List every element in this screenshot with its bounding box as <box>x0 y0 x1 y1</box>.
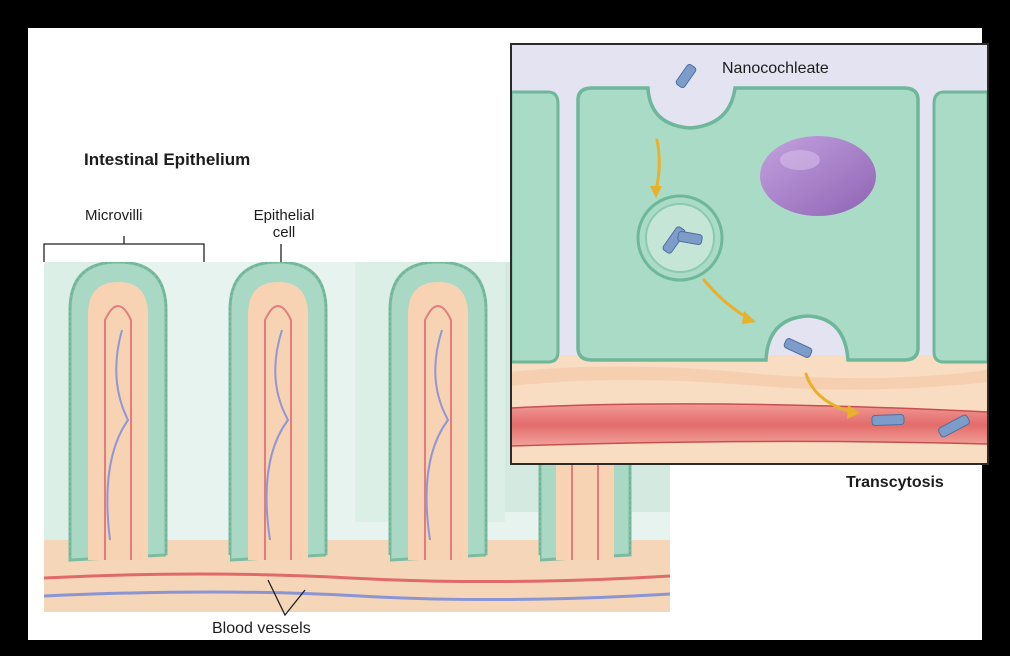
nucleus <box>760 136 876 216</box>
microvilli-label: Microvilli <box>85 207 143 224</box>
transcytosis-inset <box>511 44 988 464</box>
neighbor-cell-right <box>934 92 988 362</box>
epithelial-cell-label-line1: Epithelial <box>234 207 334 224</box>
epithelial-cell-label-line2: cell <box>234 224 334 241</box>
blood-vessels-label: Blood vessels <box>212 620 311 638</box>
epithelial-cell-label: Epithelial cell <box>234 207 334 241</box>
blood-vessel <box>511 404 988 446</box>
transcytosis-label: Transcytosis <box>846 474 944 492</box>
figure-title: Intestinal Epithelium <box>84 150 250 170</box>
neighbor-cell-left <box>511 92 558 362</box>
bloodstream-particle-1 <box>872 414 904 425</box>
nanocochleate-label: Nanocochleate <box>722 60 829 78</box>
